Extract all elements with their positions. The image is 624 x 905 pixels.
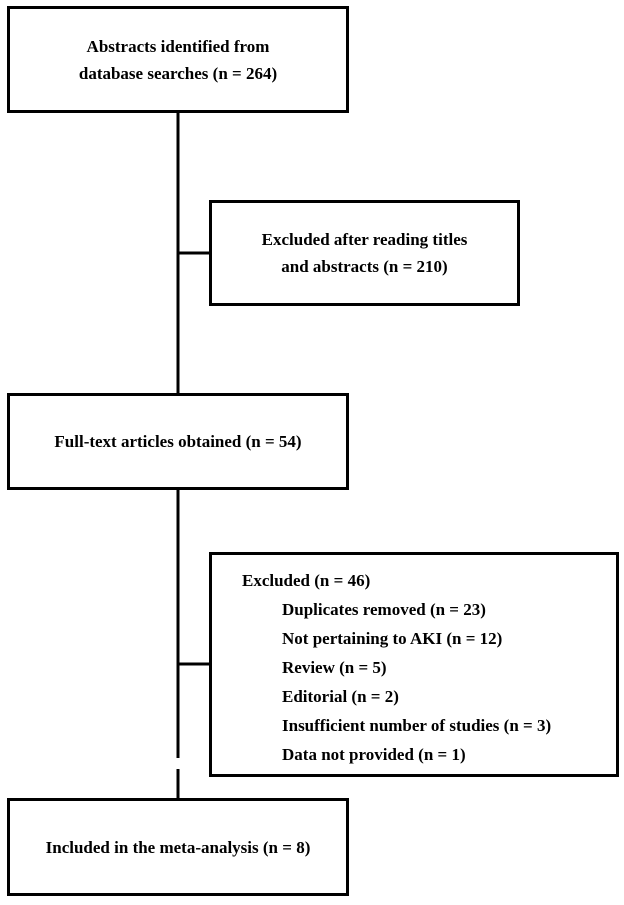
abstracts-identified-line1: Abstracts identified from [86, 36, 270, 56]
fulltext-articles-label: Full-text articles obtained (n = 54) [54, 432, 302, 451]
exclusion-reason-insufficient-studies: Insufficient number of studies (n = 3) [282, 716, 552, 735]
box-excluded-fulltext: Excluded (n = 46) Duplicates removed (n … [209, 552, 619, 777]
box-abstracts-identified: Abstracts identified from database searc… [7, 6, 349, 113]
abstracts-identified-line2: database searches (n = 264) [78, 63, 278, 83]
included-label: Included in the meta-analysis (n = 8) [45, 837, 311, 857]
exclusion-reason-not-aki: Not pertaining to AKI (n = 12) [282, 629, 503, 648]
exclusion-reason-duplicates: Duplicates removed (n = 23) [282, 600, 486, 619]
exclusion-reason-review: Review (n = 5) [282, 658, 387, 677]
exclusion-reason-editorial: Editorial (n = 2) [282, 687, 399, 706]
exclusion-reasons-list: Duplicates removed (n = 23) Not pertaini… [212, 595, 616, 769]
box-fulltext-articles: Full-text articles obtained (n = 54) [7, 393, 349, 490]
excluded-titles-line1: Excluded after reading titles [261, 230, 468, 249]
exclusion-reason-no-data: Data not provided (n = 1) [282, 745, 466, 764]
box-excluded-titles-abstracts: Excluded after reading titles and abstra… [209, 200, 520, 306]
box-included-meta-analysis: Included in the meta-analysis (n = 8) [7, 798, 349, 896]
excluded-heading: Excluded (n = 46) [242, 571, 371, 590]
excluded-titles-line2: and abstracts (n = 210) [281, 257, 448, 276]
